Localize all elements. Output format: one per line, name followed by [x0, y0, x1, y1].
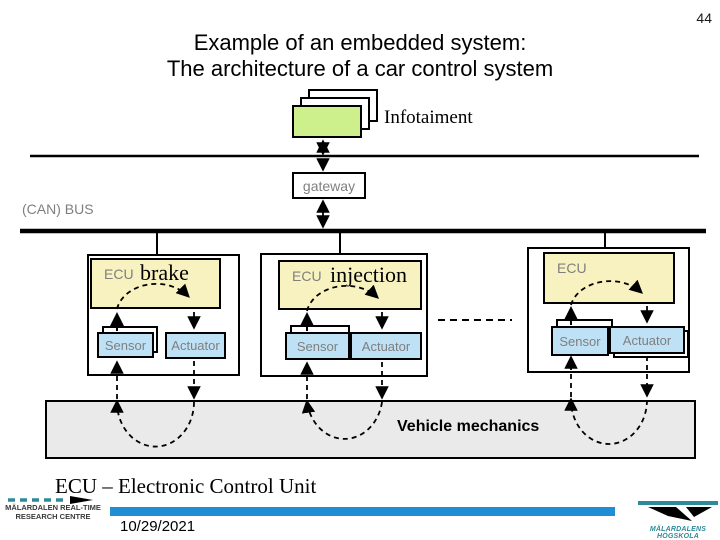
mrtc-logo-line-2: RESEARCH CENTRE — [15, 512, 91, 521]
infotainment-label: Infotaiment — [384, 107, 473, 128]
ecu-box-right: ECU — [543, 252, 675, 304]
mdh-logo-text: MÄLARDALENS HÖGSKOLA — [649, 526, 707, 540]
ecu-cluster-injection — [260, 253, 428, 377]
page-number: 44 — [696, 10, 712, 26]
footer-bar — [110, 507, 615, 516]
slide-title: Example of an embedded system: The archi… — [0, 30, 720, 82]
actuator-label: Actuator — [361, 338, 411, 354]
ecu-caption: ECU – Electronic Control Unit — [55, 474, 317, 498]
gateway-box: gateway — [292, 172, 366, 199]
gateway-label: gateway — [302, 177, 356, 194]
slide-date: 10/29/2021 — [120, 518, 196, 535]
mrtc-logo: MÄLARDALEN REAL-TIME RESEARCH CENTRE — [2, 503, 104, 521]
mdh-emblem-left-wing-icon — [648, 507, 692, 521]
actuator-box: Actuator — [350, 332, 422, 360]
sensor-box: Sensor — [551, 326, 609, 356]
infotainment-box — [292, 105, 362, 138]
ecu-box-brake: ECU brake — [90, 258, 221, 309]
ecu-name-injection: injection — [330, 262, 407, 287]
actuator-box: Actuator — [165, 332, 226, 359]
can-bus-label: (CAN) BUS — [22, 201, 94, 217]
ecu-label: ECU — [104, 266, 134, 282]
ecu-cluster-brake — [87, 254, 240, 376]
vehicle-mechanics-box: Vehicle mechanics — [45, 400, 696, 459]
title-line-2: The architecture of a car control system — [166, 56, 554, 81]
mrtc-logo-line-1: MÄLARDALEN REAL-TIME — [5, 503, 101, 512]
vehicle-mechanics-label: Vehicle mechanics — [397, 418, 540, 435]
ecu-cluster-right — [527, 247, 690, 373]
actuator-label: Actuator — [622, 332, 672, 348]
ecu-label: ECU — [557, 260, 587, 276]
mdh-emblem-right-wing-icon — [686, 507, 712, 517]
ecu-box-injection: ECU injection — [278, 260, 422, 310]
mdh-emblem-bar-icon — [638, 501, 718, 505]
sensor-label: Sensor — [559, 333, 601, 349]
actuator-box: Actuator — [609, 326, 685, 354]
sensor-label: Sensor — [296, 338, 339, 354]
sensor-label: Sensor — [104, 337, 147, 353]
ecu-name-brake: brake — [140, 260, 189, 285]
sensor-box: Sensor — [97, 332, 154, 358]
actuator-label: Actuator — [171, 338, 220, 353]
sensor-box: Sensor — [285, 332, 350, 360]
ecu-label: ECU — [292, 268, 322, 284]
title-line-1: Example of an embedded system: — [193, 30, 527, 55]
